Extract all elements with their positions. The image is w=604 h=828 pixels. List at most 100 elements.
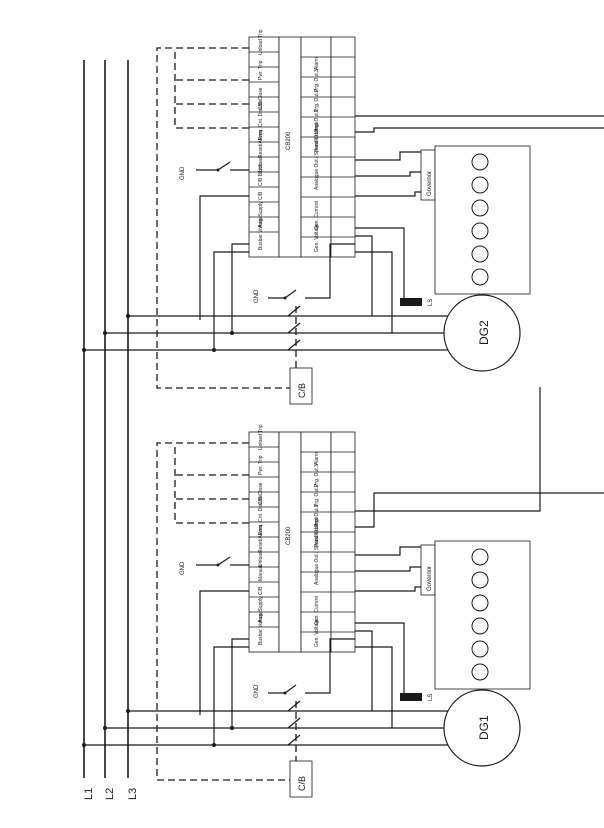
relay-dashed-line-4 [174, 443, 249, 524]
label-cb-close: C/B Close [258, 87, 264, 110]
label-prg-out-2: Prg. Out.2 [314, 89, 320, 112]
label-gen-current: Gen. Current [314, 200, 320, 230]
label-cb: C/B [258, 191, 264, 200]
label-busbar-voltage: Busbar Voltage [258, 611, 264, 645]
terminal-grid [249, 51, 355, 238]
generator-unit-dg1: CB200 Busbar Voltage Aux. Supply C/B Man… [82, 387, 604, 798]
governor-block [434, 145, 531, 295]
controller-left-column [248, 36, 280, 258]
gnd-switch [217, 161, 231, 171]
sensor-block [400, 693, 422, 701]
label-reset-alarm: Reset/Alarm [258, 130, 264, 158]
cb-contact-2 [287, 322, 301, 334]
label-aux-supply: Aux. Supply [258, 201, 264, 228]
label-cb-close: C/B Close [258, 482, 264, 505]
cb-feedback-wire [199, 590, 249, 715]
gen-voltage-wire [355, 251, 393, 333]
label-alarm: Alarm [314, 57, 320, 70]
ct-wire [355, 227, 405, 300]
speed-wire-2 [355, 171, 421, 177]
label-analogue-out: Analogue Out / Speed Control [314, 123, 320, 190]
governor-block [434, 540, 531, 690]
cb-contact-1 [287, 305, 301, 317]
label-aux-supply: Aux. Supply [258, 596, 264, 623]
sensor-block [400, 298, 422, 306]
label-freq-crit-disable: Freq. Crit. Disable [258, 99, 264, 140]
controller-model-label: CB200 [286, 526, 292, 545]
busbar-voltage-wire-2 [213, 646, 249, 745]
label-cb-block: C/B Block [258, 164, 264, 186]
relay-dashed-line-1 [156, 47, 290, 389]
gnd-aux-contact [268, 684, 297, 694]
label-pwr-trip: Pwr. Trip [258, 60, 264, 80]
parallel-line-2 [355, 127, 604, 133]
circuit-breaker-label: C/B [297, 776, 307, 791]
cb-contact-3 [287, 734, 301, 746]
terminal-grid [249, 446, 355, 633]
label-unload-trip: Unload Trip [258, 424, 264, 450]
speed-wire-3 [355, 586, 421, 592]
label-parallel-lines: Parallel Lines [314, 516, 320, 547]
gnd-aux-label: GND [254, 289, 260, 303]
busbar-voltage-wire-1 [231, 638, 249, 728]
label-prg-out-2: Prg. Out.2 [314, 484, 320, 507]
label-prg-out-1: Prg. Out.1 [314, 504, 320, 527]
controller-right-column [300, 36, 332, 258]
controller-left-column [248, 431, 280, 653]
gen-voltage-wire [355, 646, 393, 728]
gnd-label: GND [180, 166, 186, 180]
controller-model-label: CB200 [286, 131, 292, 150]
label-unload-trip: Unload Trip [258, 29, 264, 55]
cb-contact-3 [287, 339, 301, 351]
label-analogue-out: Analogue Out / Speed Control [314, 518, 320, 585]
gnd-aux-contact [268, 289, 297, 299]
label-parallel-lines: Parallel Lines [314, 121, 320, 152]
label-freq-crit-disable: Freq. Crit. Disable [258, 494, 264, 535]
bus-label-l3: L3 [127, 788, 139, 800]
busbar-voltage-wire-2 [213, 251, 249, 350]
generator-label: DG2 [477, 320, 491, 345]
label-gen-current: Gen. Current [314, 595, 320, 625]
generator-label: DG1 [477, 715, 491, 740]
sensor-label: LS [428, 299, 434, 306]
parallel-line-1 [355, 387, 541, 512]
busbar-voltage-wire-1 [231, 243, 249, 333]
circuit-breaker-box [289, 760, 313, 798]
speed-wire-1 [355, 546, 421, 556]
gen-current-wire [355, 630, 373, 711]
label-prg-out-3: Prg. Out.3 [314, 464, 320, 487]
label-gen-voltage: Gen. Voltage [314, 223, 320, 252]
controller-terminal-column [330, 36, 356, 258]
parallel-line-2 [355, 492, 604, 528]
gnd-switch [217, 556, 231, 566]
governor-label: Governor [427, 566, 433, 591]
aux-contact-wire [305, 638, 355, 694]
cb-feedback-wire [199, 195, 249, 320]
gen-current-wire [355, 235, 373, 316]
label-reset-alarm: Reset/Alarm [258, 525, 264, 553]
label-busbar-voltage: Busbar Voltage [258, 216, 264, 250]
circuit-breaker-label: C/B [297, 383, 307, 398]
governor-label: Governor [427, 171, 433, 196]
gnd-label: GND [180, 561, 186, 575]
controller-right-column [300, 431, 332, 653]
bus-label-l1: L1 [83, 788, 95, 800]
speed-wire-1 [355, 151, 421, 161]
controller-terminal-column [330, 431, 356, 653]
label-prg-out-1: Prg. Out.1 [314, 109, 320, 132]
circuit-breaker-box [289, 367, 313, 405]
busbars: L1 L2 L3 [83, 60, 139, 800]
label-cb: C/B [258, 586, 264, 595]
relay-dashed-line-4 [174, 48, 249, 129]
label-unload: Unload [258, 156, 264, 172]
generator-unit-dg2: CB200 Busbar Voltage Aux. Supply C/B C/B… [82, 29, 604, 405]
label-alarm: Alarm [314, 452, 320, 465]
generator-circle [443, 294, 521, 372]
label-prg-out-3: Prg. Out.3 [314, 69, 320, 92]
cb-contact-1 [287, 700, 301, 712]
sensor-label: LS [428, 694, 434, 701]
label-manual: Manual [258, 565, 264, 581]
cb-contact-2 [287, 717, 301, 729]
aux-contact-wire [305, 243, 355, 299]
